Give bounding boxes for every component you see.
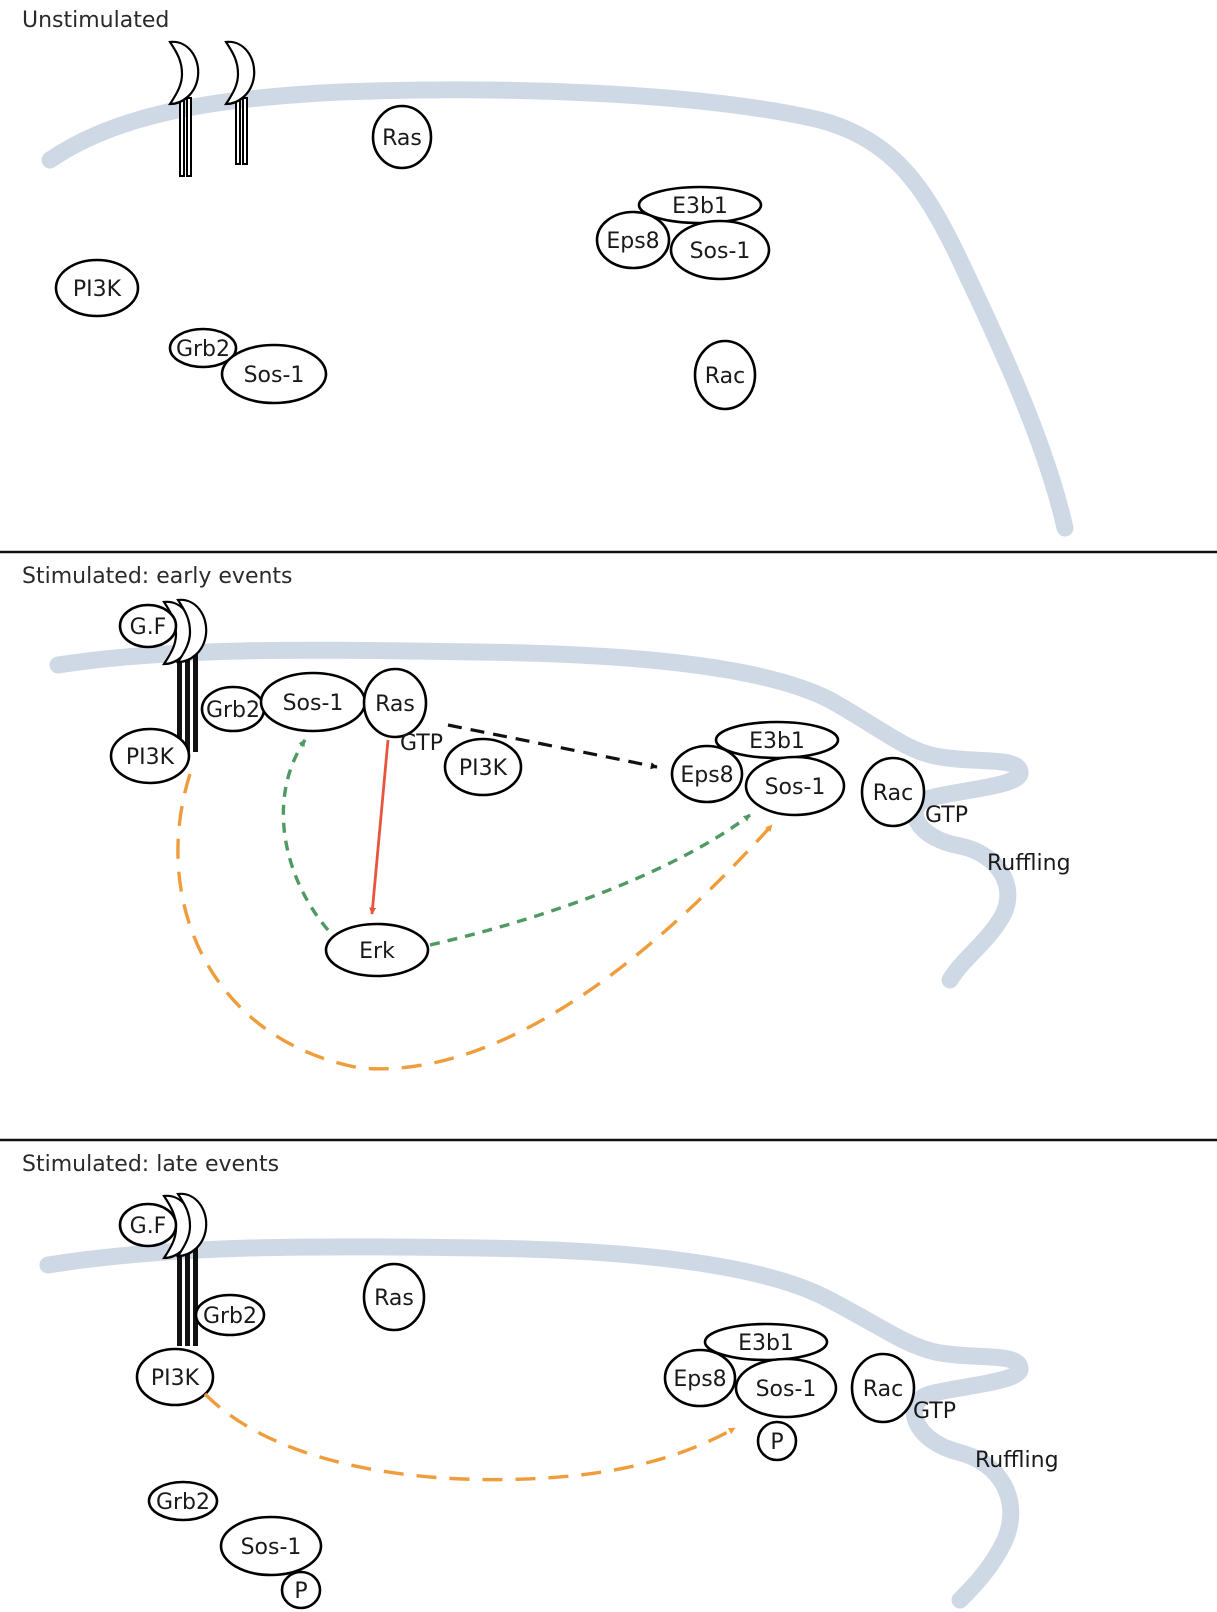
svg-text:GTP: GTP xyxy=(400,731,443,756)
svg-text:G.F: G.F xyxy=(130,615,167,640)
svg-text:Erk: Erk xyxy=(359,939,395,964)
grb2-molecule: Grb2 xyxy=(200,685,266,733)
rac-gtp: Rac GTP xyxy=(850,1352,956,1424)
eps8-e3b1-sos1-complex: E3b1 Eps8 Sos-1 P xyxy=(663,1322,838,1462)
panel-title-early: Stimulated: early events xyxy=(22,564,293,589)
svg-text:Ras: Ras xyxy=(374,1286,414,1311)
svg-text:Rac: Rac xyxy=(705,364,745,389)
svg-text:Rac: Rac xyxy=(863,1377,903,1402)
panel-unstimulated: Unstimulated Ras E3b1 Eps8 Sos-1 xyxy=(22,8,1074,537)
grb2-sos1-complex: Grb2 Sos-1 xyxy=(168,327,328,405)
svg-text:Sos-1: Sos-1 xyxy=(756,1377,817,1402)
panel-title-late: Stimulated: late events xyxy=(22,1152,279,1177)
plasma-membrane xyxy=(49,641,1029,989)
svg-text:Ras: Ras xyxy=(382,126,422,151)
receptor-unbound-2 xyxy=(223,40,256,165)
pi3k-molecule: PI3K xyxy=(135,1347,215,1407)
plasma-membrane xyxy=(41,81,1074,537)
receptor-active xyxy=(161,1192,208,1346)
svg-text:PI3K: PI3K xyxy=(459,756,508,781)
grb2-free: Grb2 xyxy=(147,1480,219,1522)
svg-text:Grb2: Grb2 xyxy=(203,1304,257,1329)
ras-molecule: Ras xyxy=(362,1262,426,1332)
pi3k-to-sos1-arrow xyxy=(176,773,774,1071)
grb2-receptor-bound: Grb2 xyxy=(194,1293,266,1337)
svg-text:Eps8: Eps8 xyxy=(673,1367,726,1392)
svg-text:P: P xyxy=(770,1430,783,1455)
rac-gtp: Rac GTP xyxy=(860,756,968,828)
svg-text:PI3K: PI3K xyxy=(126,745,175,770)
plasma-membrane xyxy=(39,1238,1029,1609)
svg-text:PI3K: PI3K xyxy=(73,277,122,302)
svg-text:E3b1: E3b1 xyxy=(749,729,805,754)
panel-title-unstimulated: Unstimulated xyxy=(22,8,169,33)
svg-text:Rac: Rac xyxy=(873,781,913,806)
phosphate-molecule xyxy=(280,1570,322,1610)
pi3k-to-sos1-arrow xyxy=(203,1392,736,1482)
ruffling-label: Ruffling xyxy=(975,1448,1059,1473)
sos1-molecule xyxy=(669,219,771,281)
growth-factor: G.F xyxy=(118,603,178,649)
ras-to-erk-arrow xyxy=(369,739,390,915)
svg-text:P: P xyxy=(294,1579,307,1604)
panel-late-events: Stimulated: late events G.F Grb2 PI3K Ra… xyxy=(22,1152,1059,1610)
svg-text:GTP: GTP xyxy=(925,803,968,828)
eps8-e3b1-sos1-complex: E3b1 Eps8 Sos-1 xyxy=(670,720,846,817)
rac-molecule: Rac xyxy=(693,339,757,411)
svg-text:E3b1: E3b1 xyxy=(738,1331,794,1356)
pi3k-molecule: PI3K xyxy=(54,258,140,318)
receptor-active xyxy=(161,598,208,752)
svg-text:Grb2: Grb2 xyxy=(156,1490,210,1515)
ras-molecule: Ras xyxy=(371,104,433,170)
ruffling-label: Ruffling xyxy=(987,851,1071,876)
svg-text:E3b1: E3b1 xyxy=(672,194,728,219)
erk-to-sos1-complex-arrow xyxy=(429,813,752,947)
svg-text:Sos-1: Sos-1 xyxy=(765,775,826,800)
svg-text:Sos-1: Sos-1 xyxy=(244,363,305,388)
sos1-phosphorylated: Sos-1 P xyxy=(219,1515,323,1610)
svg-text:Eps8: Eps8 xyxy=(606,229,659,254)
svg-text:Sos-1: Sos-1 xyxy=(241,1535,302,1560)
svg-text:Sos-1: Sos-1 xyxy=(690,239,751,264)
svg-text:Sos-1: Sos-1 xyxy=(283,691,344,716)
svg-text:PI3K: PI3K xyxy=(151,1366,200,1391)
svg-text:Grb2: Grb2 xyxy=(176,337,230,362)
sos1-molecule xyxy=(220,343,328,405)
svg-text:Ras: Ras xyxy=(375,692,415,717)
growth-factor: G.F xyxy=(118,1202,178,1248)
pi3k-free: PI3K xyxy=(443,737,523,797)
eps8-e3b1-sos1-complex: E3b1 Eps8 Sos-1 xyxy=(595,185,771,281)
ras-gtp: Ras GTP xyxy=(362,667,443,756)
svg-text:Eps8: Eps8 xyxy=(680,763,733,788)
pi3k-receptor-bound: PI3K xyxy=(109,727,191,785)
panel-early-events: Stimulated: early events G.F Grb2 Sos-1 … xyxy=(22,564,1071,1071)
erk-to-sos1-arrow xyxy=(281,739,330,932)
eps8-molecule xyxy=(595,210,671,270)
svg-text:GTP: GTP xyxy=(913,1399,956,1424)
svg-text:G.F: G.F xyxy=(130,1214,167,1239)
grb2-molecule xyxy=(168,327,238,369)
receptor-unbound-1 xyxy=(167,40,200,177)
sos1-molecule: Sos-1 xyxy=(259,671,367,733)
erk-molecule: Erk xyxy=(324,922,430,978)
phosphate-molecule xyxy=(756,1420,798,1462)
svg-text:Grb2: Grb2 xyxy=(206,698,260,723)
ras-to-eps8-arrow xyxy=(447,723,658,770)
